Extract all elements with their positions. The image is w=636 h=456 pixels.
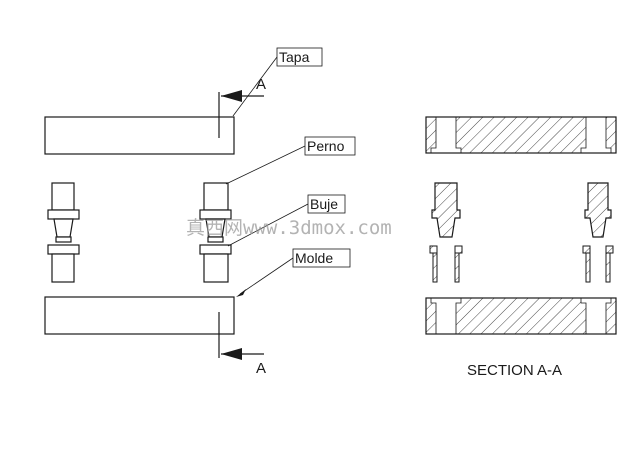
buje-label-box xyxy=(307,194,346,214)
section-title: SECTION A-A xyxy=(467,362,562,379)
section-molde xyxy=(425,297,617,335)
molde-label: Molde xyxy=(295,250,333,266)
perno-label: Perno xyxy=(307,138,345,154)
perno-label-box xyxy=(304,136,356,156)
exploded-view: A A Tapa Perno Buje Molde xyxy=(44,47,356,377)
buje-right xyxy=(199,244,232,283)
section-arrow-top xyxy=(221,90,264,102)
watermark-text: 真西网www.3dmox.com xyxy=(186,217,392,239)
molde-label-box xyxy=(292,248,351,268)
leader-molde xyxy=(236,257,294,297)
section-arrow-bottom xyxy=(221,348,264,360)
perno-right xyxy=(199,182,232,243)
tapa-label-box xyxy=(276,47,323,67)
section-tapa xyxy=(425,116,617,154)
section-letter-bottom: A xyxy=(256,360,266,377)
tapa-plate xyxy=(44,116,235,155)
section-letter-top: A xyxy=(256,76,266,93)
section-buje-right xyxy=(582,245,614,283)
tapa-label: Tapa xyxy=(279,49,310,65)
leader-buje xyxy=(227,203,309,247)
leader-tapa xyxy=(232,56,278,117)
buje-label: Buje xyxy=(310,196,338,212)
molde-plate xyxy=(44,296,235,335)
perno-left xyxy=(47,182,80,243)
section-perno-right xyxy=(584,182,612,238)
buje-left xyxy=(47,244,80,283)
section-buje-left xyxy=(429,245,463,283)
section-perno-left xyxy=(431,182,461,238)
section-view: SECTION A-A xyxy=(425,116,617,379)
leader-perno xyxy=(225,145,306,185)
